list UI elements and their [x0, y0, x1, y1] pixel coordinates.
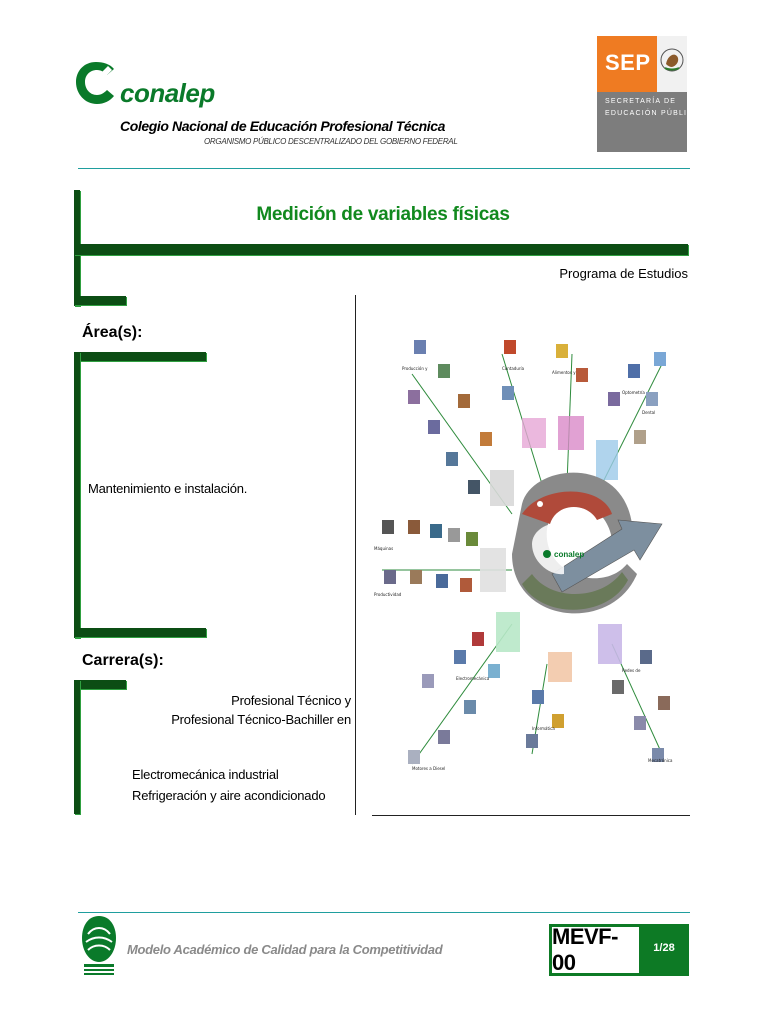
college-name: Colegio Nacional de Educación Profesiona…	[120, 118, 446, 134]
profesional-line-2: Profesional Técnico-Bachiller en	[171, 712, 351, 727]
carrera-item-1: Electromecánica industrial	[132, 767, 279, 782]
title-bracket-foot	[74, 296, 126, 305]
svg-text:Redes de: Redes de	[622, 668, 641, 673]
conalep-emblem-icon	[82, 916, 116, 975]
column-divider	[355, 295, 356, 815]
svg-text:Máquinas: Máquinas	[374, 546, 393, 551]
conalep-logo-icon	[76, 62, 114, 104]
area-label: Área(s):	[82, 324, 143, 341]
svg-text:Dental: Dental	[642, 410, 655, 415]
area-bracket-top	[74, 352, 206, 361]
svg-text:Mecatrónica: Mecatrónica	[648, 758, 673, 763]
sep-name-line-2: EDUCACIÓN PÚBLICA	[605, 110, 700, 117]
page-title: Medición de variables físicas	[256, 204, 510, 225]
svg-text:Optometría: Optometría	[622, 390, 645, 395]
sep-orange-block: SEP	[597, 36, 657, 92]
area-value: Mantenimiento e instalación.	[88, 481, 248, 496]
carrera-item-2: Refrigeración y aire acondicionado	[132, 788, 326, 803]
diagram-brand-text: conalep	[554, 550, 584, 559]
svg-text:Electromecánica: Electromecánica	[456, 676, 490, 681]
carrera-bracket-vertical	[74, 680, 80, 814]
footer-tagline: Modelo Académico de Calidad para la Comp…	[127, 942, 443, 957]
svg-text:Productividad: Productividad	[374, 592, 402, 597]
area-bracket-bottom	[74, 628, 206, 637]
sep-logo: SEP SECRETARÍA DE EDUCACIÓN PÚBLICA	[597, 36, 698, 152]
svg-text:Informática: Informática	[532, 726, 555, 731]
college-subtitle: ORGANISMO PÚBLICO DESCENTRALIZADO DEL GO…	[204, 137, 458, 146]
conalep-wordmark: conalep	[120, 78, 215, 108]
careers-diagram-image: Producción y Contaduría Alimentos y Opto…	[372, 334, 690, 794]
svg-text:Contaduría: Contaduría	[502, 366, 525, 371]
footer-divider	[78, 912, 690, 913]
svg-text:Producción y: Producción y	[402, 366, 428, 371]
svg-text:Motores a Diesel: Motores a Diesel	[412, 766, 445, 771]
sep-acronym: SEP	[605, 50, 651, 75]
svg-text:Alimentos y: Alimentos y	[552, 370, 576, 375]
mexico-eagle-icon	[657, 36, 687, 92]
area-bracket-vertical	[74, 352, 80, 638]
document-code: MEVF-00	[552, 924, 639, 975]
header-divider	[78, 168, 690, 169]
document-code-box: MEVF-00 1/28	[549, 924, 689, 976]
page-number: 1/28	[653, 942, 675, 954]
program-label: Programa de Estudios	[559, 266, 688, 281]
title-underline-bar	[74, 244, 688, 255]
diagram-bottom-rule	[372, 815, 690, 816]
profesional-line-1: Profesional Técnico y	[231, 693, 351, 708]
carrera-bracket-top	[74, 680, 126, 689]
sep-name-line-1: SECRETARÍA DE	[605, 98, 677, 105]
carrera-label: Carrera(s):	[82, 652, 164, 669]
